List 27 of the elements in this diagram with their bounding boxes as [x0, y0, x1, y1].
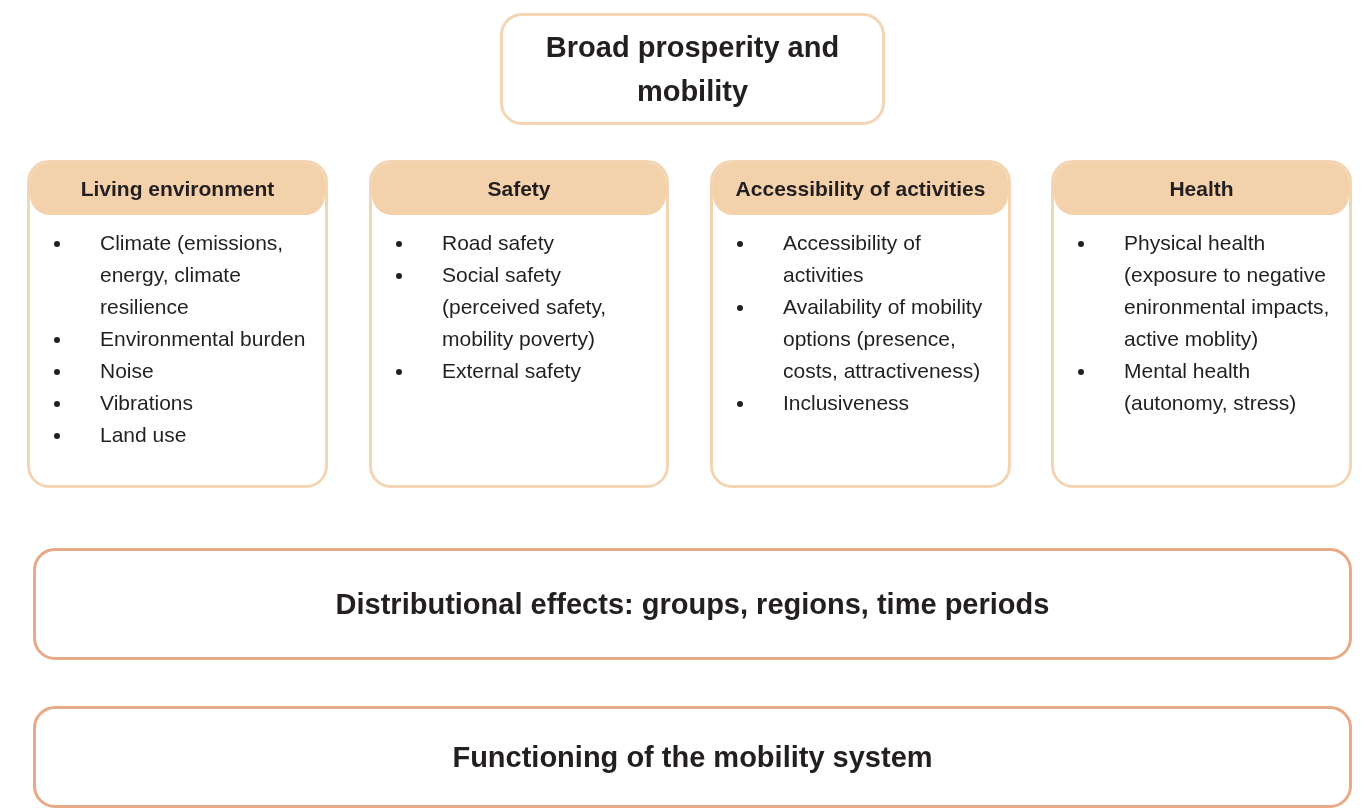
bullet-item: Road safety — [372, 227, 658, 259]
title-box — [500, 13, 885, 125]
bullet-item: Availability of mobility options (presence, costs, attractiveness) — [713, 291, 1000, 387]
wide-band-box — [33, 548, 1352, 660]
category-card — [1051, 160, 1352, 488]
bullet-item: Social safety (perceived safety, mobility poverty) — [372, 259, 658, 355]
bullet-item: Climate (emissions, energy, climate resilience — [30, 227, 317, 323]
bullet-item: Accessibility of activities — [713, 227, 1000, 291]
category-card — [369, 160, 669, 488]
bullet-item: Inclusiveness — [713, 387, 1000, 419]
card-heading: Living environment — [30, 163, 325, 215]
bullet-item: External safety — [372, 355, 658, 387]
box-text: Functioning of the mobility system — [452, 740, 933, 775]
bullet-item: Environmental burden — [30, 323, 317, 355]
box-text: Distributional effects: groups, regions, time periods — [335, 587, 1050, 622]
category-card — [710, 160, 1011, 488]
wide-band-box — [33, 706, 1352, 808]
bullet-item: Noise — [30, 355, 317, 387]
category-card — [27, 160, 328, 488]
card-heading: Safety — [372, 163, 666, 215]
box-text: Broad prosperity and mobility — [544, 30, 841, 109]
card-heading: Health — [1054, 163, 1349, 215]
bullet-item: Physical health (exposure to negative enironmental impacts, active moblity) — [1054, 227, 1341, 355]
bullet-item: Land use — [30, 419, 317, 451]
bullet-item: Vibrations — [30, 387, 317, 419]
bullet-item: Mental health (autonomy, stress) — [1054, 355, 1341, 419]
card-heading: Accessibility of activities — [713, 163, 1008, 215]
